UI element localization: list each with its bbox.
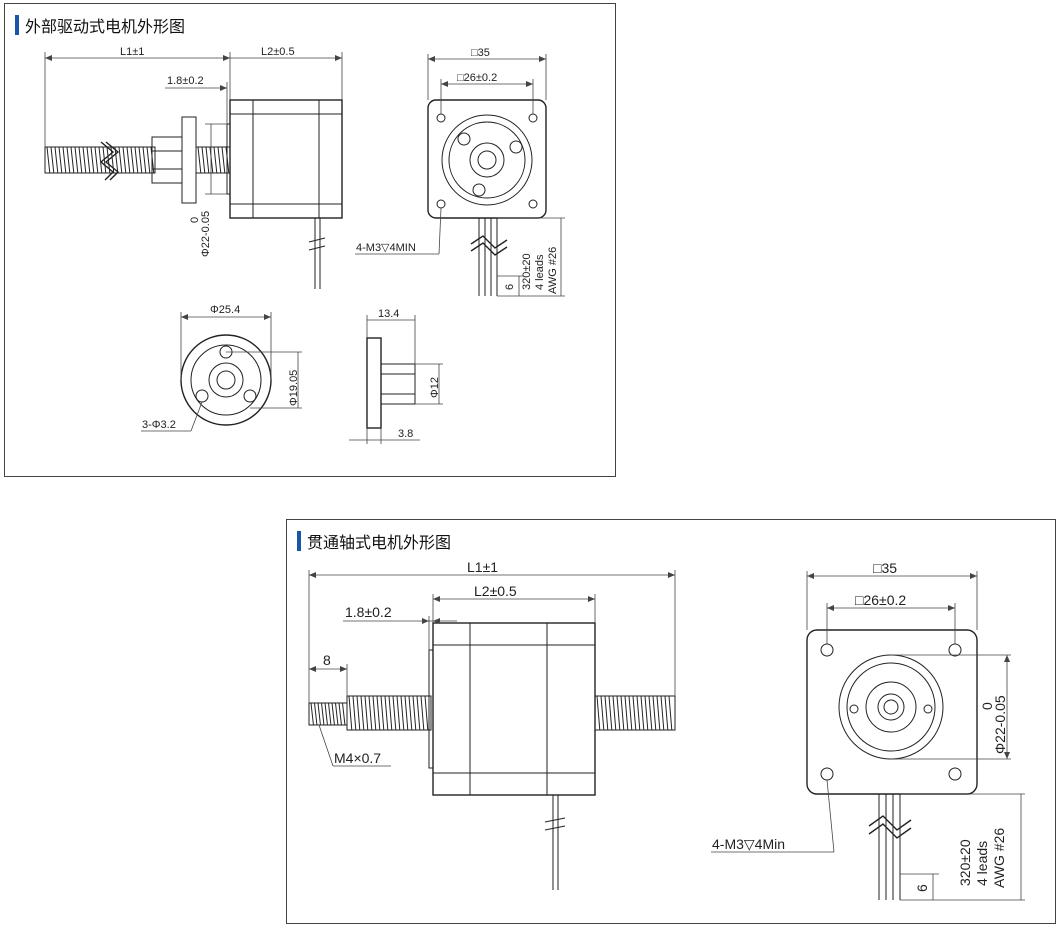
dim-awg: AWG #26 (547, 247, 559, 294)
motor-leads-front (868, 794, 912, 900)
dim-nut-holes: 3-Φ3.2 (141, 401, 203, 432)
dim-lead-six: 6 (504, 284, 516, 290)
dim-l2-label: L2±0.5 (261, 46, 295, 58)
dim-shaft-dia-b: Φ22-0.05 (992, 695, 1008, 754)
dim-nut-flange-label: 3.8 (398, 428, 413, 440)
dim-nut-holes-label: 3-Φ3.2 (142, 419, 176, 431)
dim-sq26-label: □26±0.2 (855, 592, 906, 608)
dim-nut-pcd: Φ19.05 (226, 351, 302, 409)
dim-thread-label: M4×0.7 (334, 750, 381, 766)
panel-title-text: 外部驱动式电机外形图 (25, 17, 186, 36)
dim-lead-len: 320±20 (521, 253, 533, 290)
dim-thread: M4×0.7 (318, 724, 391, 767)
nut-front (180, 334, 272, 426)
dim-lead-six: 6 (914, 884, 930, 892)
motor-lead-side (544, 795, 566, 890)
dim-nut-boss-label: Φ12 (429, 377, 441, 398)
dim-leads: 320±20 4 leads AWG #26 6 (497, 217, 565, 297)
dim-sq26: □26±0.2 (826, 592, 956, 644)
dim-nut-dia-label: Φ25.4 (210, 304, 240, 316)
dim-nut-flange: 3.8 (349, 428, 420, 444)
panel-title: 贯通轴式电机外形图 (297, 529, 451, 553)
external-drive-panel: 外部驱动式电机外形图 (4, 3, 616, 477)
dim-sq35: □35 (806, 560, 978, 630)
through-shaft-left (346, 695, 432, 731)
dim-shaft-dia-a: 0 (189, 217, 201, 223)
nut-profile (366, 337, 416, 429)
panel-title-text: 贯通轴式电机外形图 (307, 533, 452, 552)
dim-nut-len: 13.4 (366, 308, 416, 364)
dim-tip-label: 8 (323, 652, 331, 668)
dim-sq35: □35 (427, 47, 547, 100)
dim-gap-label: 1.8±0.2 (167, 75, 204, 87)
panel-title: 外部驱动式电机外形图 (15, 13, 185, 37)
title-accent-bar (15, 15, 19, 35)
motor-leads-front (470, 218, 508, 296)
dim-holes-label: 4-M3▽4MIN (356, 242, 416, 254)
through-shaft-panel: 贯通轴式电机外形图 (286, 519, 1056, 924)
dim-sq26-label: □26±0.2 (457, 72, 497, 84)
dim-l1-label: L1±1 (467, 559, 498, 575)
motor-front (427, 99, 547, 219)
dim-tip: 8 (309, 652, 348, 696)
dim-sq35-label: □35 (471, 47, 490, 59)
title-accent-bar (297, 531, 301, 551)
dim-lead-len: 320±20 (957, 839, 973, 886)
dim-sq26: □26±0.2 (440, 72, 534, 114)
dim-holes: 4-M3▽4Min (711, 779, 835, 853)
dim-l2-label: L2±0.5 (474, 583, 517, 599)
dim-leads: 320±20 4 leads AWG #26 6 (900, 793, 1025, 901)
dim-l2: L2±0.5 (432, 583, 596, 623)
nut-side (151, 116, 197, 204)
motor-side (226, 99, 343, 219)
dim-nut-len-label: 13.4 (378, 308, 399, 320)
dim-sq35-label: □35 (873, 560, 897, 576)
dim-shaft-dia-b: Φ22-0.05 (200, 211, 212, 257)
dim-nut-pcd-label: Φ19.05 (288, 370, 300, 406)
dim-nut-dia: Φ25.4 (180, 304, 272, 380)
dim-gap-label: 1.8±0.2 (345, 604, 392, 620)
dim-awg: AWG #26 (991, 828, 1007, 888)
threaded-tip (308, 702, 348, 726)
motor-side (428, 622, 596, 796)
motor-front (806, 629, 978, 795)
dim-gap: 1.8±0.2 (343, 604, 457, 650)
lead-screw (44, 141, 156, 181)
dim-l1: L1±1 (308, 559, 676, 703)
dim-holes: 4-M3▽4MIN (355, 207, 442, 255)
dim-l1: L1±1 (44, 46, 230, 147)
dim-lead-count: 4 leads (534, 254, 546, 290)
through-shaft-right (594, 695, 676, 731)
dim-nut-boss: Φ12 (415, 363, 443, 405)
dim-l2: L2±0.5 (229, 46, 343, 100)
dim-l1-label: L1±1 (120, 46, 144, 58)
dim-shaft-dia: 0 Φ22-0.05 (189, 123, 227, 257)
motor-lead-side (308, 218, 326, 289)
dim-holes-label: 4-M3▽4Min (712, 836, 785, 852)
external-drive-drawing: L1±1 L2±0.5 1.8±0.2 0 Φ22-0.05 (44, 46, 565, 444)
dim-shaft-dia: 0 Φ22-0.05 (891, 654, 1011, 760)
dim-lead-count: 4 leads (974, 841, 990, 886)
through-shaft-drawing: L1±1 L2±0.5 1.8±0.2 8 M4×0.7 (308, 559, 1025, 901)
dim-shaft-dia-a: 0 (979, 702, 995, 710)
dim-gap: 1.8±0.2 (165, 75, 228, 124)
